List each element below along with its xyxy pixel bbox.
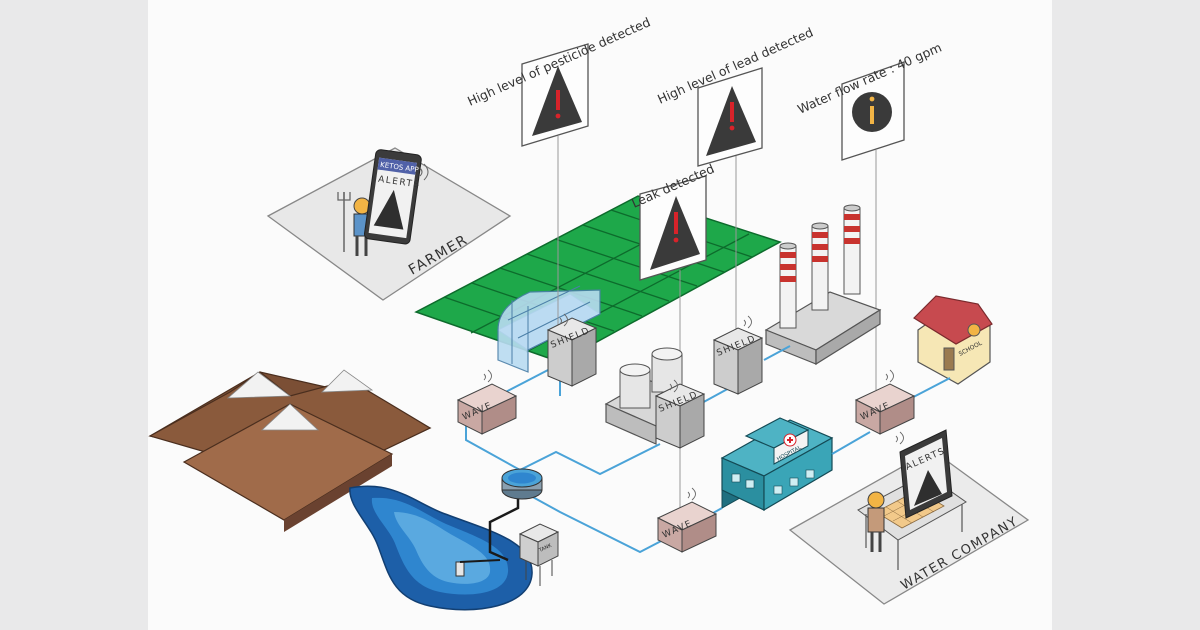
alert-leak: Leak detected <box>629 161 716 520</box>
snow-cap <box>226 371 292 399</box>
wifi-icon <box>559 313 568 327</box>
shield-device-factory: SHIELD <box>712 315 764 395</box>
phone-device: KETOS APP ALERTS <box>363 149 422 245</box>
lake-sensor <box>455 559 501 577</box>
chimney <box>779 242 797 329</box>
pump-tank: TANK <box>518 523 560 586</box>
wave-device-bottom: WAVE <box>656 487 718 553</box>
school: SCHOOL <box>913 295 993 385</box>
chimney <box>843 204 861 295</box>
wave-device-right: WAVE <box>854 369 916 435</box>
wave-device-left: WAVE <box>456 369 518 435</box>
monitor-warning-icon <box>914 470 942 506</box>
intake-pipe <box>488 496 520 562</box>
mountains <box>148 369 432 532</box>
wifi-icon <box>885 369 894 383</box>
shield-device-tanks: SHIELD <box>654 379 706 449</box>
tank-cylinder <box>651 347 683 393</box>
farmer-station: FARMER KETOS APP ALERTS <box>266 147 512 301</box>
clock-icon <box>967 323 981 337</box>
snow-cap <box>320 369 374 393</box>
phone-warning-icon <box>373 189 404 230</box>
wifi-icon <box>669 379 678 393</box>
wifi-icon <box>743 315 752 329</box>
lake <box>349 485 533 611</box>
wifi-icon <box>483 369 492 383</box>
water-hub <box>501 468 543 500</box>
wifi-icon <box>419 163 429 181</box>
water-company-worker <box>867 491 885 552</box>
snow-cap <box>260 403 320 431</box>
hospital: HOSPITAL <box>720 417 834 512</box>
wifi-icon <box>687 487 696 501</box>
shield-device-greenhouse: SHIELD <box>546 313 598 387</box>
chimney <box>811 222 829 311</box>
tank-cylinder <box>619 363 651 409</box>
factory <box>764 204 882 366</box>
wifi-icon <box>895 431 904 445</box>
pump-tank-label: TANK <box>537 542 553 554</box>
